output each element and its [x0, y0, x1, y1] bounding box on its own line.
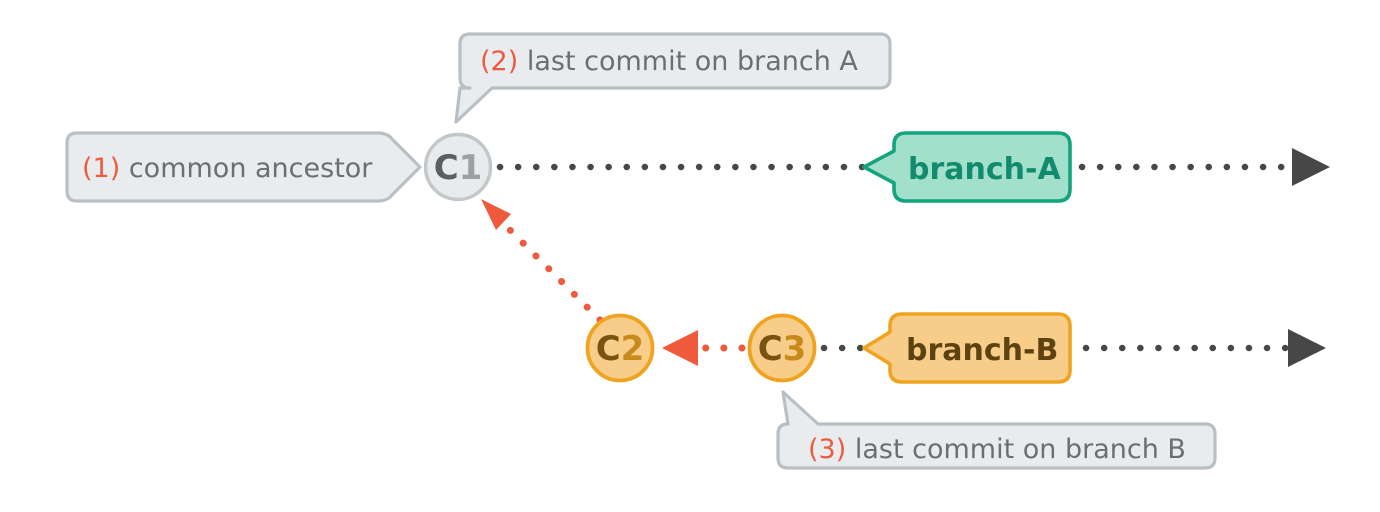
- arrowhead-c2-to-c1: [481, 199, 511, 230]
- branch-label-branch-a[interactable]: branch-A: [862, 131, 1072, 203]
- arrowhead-c3-to-c2: [662, 330, 698, 366]
- arrowhead-bottom-right: [1288, 329, 1326, 367]
- arrowhead-top-right: [1292, 148, 1330, 186]
- commit-c1-letter: C: [434, 148, 459, 188]
- commit-node-c2[interactable]: C2: [585, 313, 655, 383]
- commit-c3-digit: 3: [783, 329, 807, 369]
- edge-c3-to-c2: [662, 330, 746, 366]
- callout-3-text: (3) last commit on branch B: [808, 434, 1186, 465]
- callout-last-commit-a[interactable]: (2) last commit on branch A: [454, 32, 892, 124]
- commit-c2-label: C2: [596, 329, 645, 369]
- branch-b-label: branch-B: [906, 333, 1058, 368]
- callout-last-commit-b[interactable]: (3) last commit on branch B: [776, 390, 1217, 470]
- callout-2-number: (2): [480, 46, 518, 77]
- commit-c3-label: C3: [758, 329, 807, 369]
- callout-2-text: (2) last commit on branch A: [480, 46, 858, 77]
- callout-2-body: last commit on branch A: [518, 46, 858, 77]
- edge-branch-a-to-end: [1078, 148, 1330, 186]
- commit-c1-label: C1: [434, 148, 483, 188]
- edge-c2-to-c1: [481, 199, 604, 324]
- commit-node-c1[interactable]: C1: [423, 132, 493, 202]
- commit-c2-digit: 2: [621, 329, 645, 369]
- edge-branch-b-to-end: [1082, 329, 1326, 367]
- callout-1-number: (1): [82, 153, 120, 184]
- commit-c1-digit: 1: [459, 148, 483, 188]
- callout-1-body: common ancestor: [120, 153, 373, 184]
- callout-3-body: last commit on branch B: [846, 434, 1186, 465]
- callout-3-number: (3): [808, 434, 846, 465]
- commit-c2-letter: C: [596, 329, 621, 369]
- commit-node-c3[interactable]: C3: [747, 313, 817, 383]
- commit-c3-letter: C: [758, 329, 783, 369]
- callout-1-text: (1) common ancestor: [82, 153, 373, 184]
- callout-common-ancestor[interactable]: (1) common ancestor: [65, 131, 422, 203]
- branch-a-label: branch-A: [908, 152, 1061, 187]
- branch-label-branch-b[interactable]: branch-B: [862, 312, 1072, 384]
